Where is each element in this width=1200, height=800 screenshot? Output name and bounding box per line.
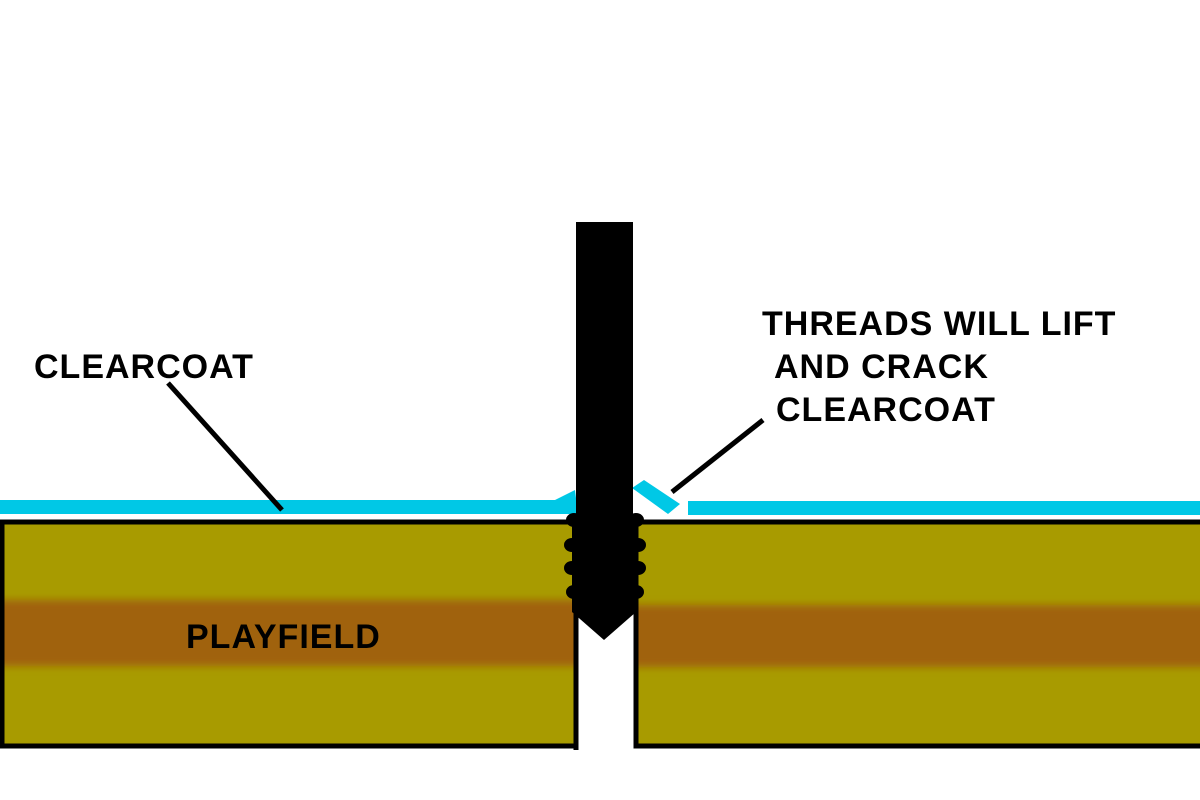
playfield-label: PLAYFIELD xyxy=(186,618,381,656)
clearcoat-leader-line xyxy=(166,381,284,512)
playfield-right-block xyxy=(633,519,1200,749)
threads-label-line-2: AND CRACK xyxy=(774,348,989,386)
playfield-left-block xyxy=(0,519,579,749)
threads-label-line-1: THREADS WILL LIFT xyxy=(762,305,1117,343)
threads-leader-line xyxy=(670,418,765,494)
cracked-clearcoat-flake xyxy=(632,480,680,514)
threads-label-line-3: CLEARCOAT xyxy=(776,391,996,429)
screw-icon xyxy=(564,222,646,640)
clearcoat-layer xyxy=(0,480,1200,515)
clearcoat-label: CLEARCOAT xyxy=(34,348,254,386)
